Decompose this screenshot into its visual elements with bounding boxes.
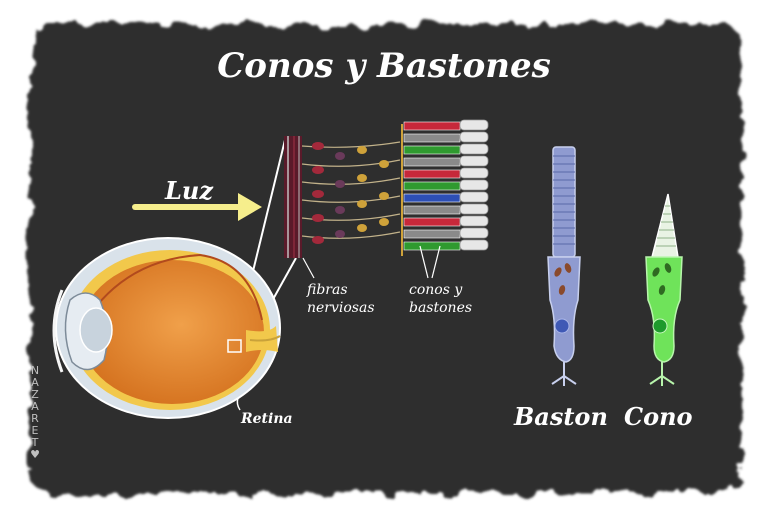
- cone-illustration: [645, 193, 683, 386]
- cones-rods-label-line: conos y: [409, 282, 463, 298]
- signature-letter: N: [30, 364, 40, 377]
- retina-label: Retina: [241, 411, 293, 427]
- nerve-fibers-label: fibras nerviosas: [307, 281, 375, 317]
- eye-illustration: [52, 237, 281, 419]
- signature-letter: A: [31, 376, 39, 389]
- diagram-title: Conos y Bastones: [217, 46, 551, 86]
- light-label: Luz: [165, 176, 213, 205]
- signature-letter: E: [31, 424, 39, 437]
- cones-rods-label: conos y bastones: [409, 281, 472, 317]
- signature-letter: Z: [31, 388, 39, 401]
- light-arrow: [132, 193, 262, 221]
- nerve-fibers-label-line: fibras: [307, 282, 348, 298]
- signature-letter: T: [31, 436, 39, 449]
- cone-label: Cono: [624, 402, 693, 431]
- retina-focus-box: [227, 339, 242, 353]
- heart-icon: ♥: [30, 448, 40, 461]
- cones-rods-label-line: bastones: [409, 300, 473, 316]
- nerve-fibers-label-line: nerviosas: [307, 300, 375, 316]
- signature-letter: R: [31, 412, 39, 425]
- rod-illustration: [547, 146, 581, 386]
- signature-letter: A: [31, 400, 39, 413]
- retina-detail: [284, 119, 489, 279]
- rod-label: Baston: [514, 402, 608, 431]
